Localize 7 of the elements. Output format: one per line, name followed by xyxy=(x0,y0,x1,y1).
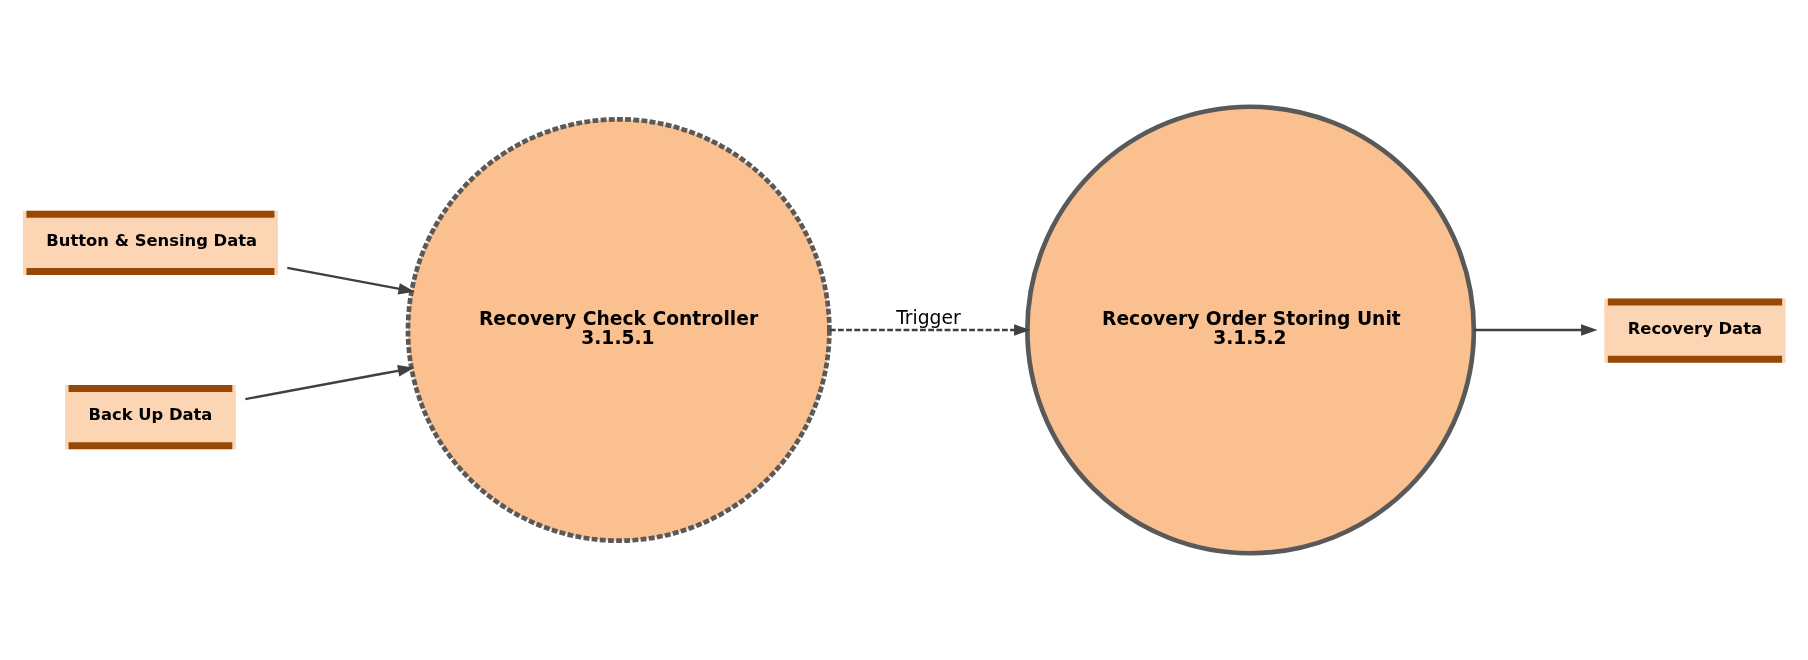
node-circle: Recovery Order Storing Unit 3.1.5.2 xyxy=(1025,104,1477,556)
node-circle: Recovery Check Controller 3.1.5.1 xyxy=(405,116,832,544)
arrow xyxy=(829,324,1031,336)
arrow xyxy=(287,266,415,295)
arrow xyxy=(1474,324,1598,336)
arrow xyxy=(245,365,415,401)
edge-label: Trigger xyxy=(896,306,961,328)
